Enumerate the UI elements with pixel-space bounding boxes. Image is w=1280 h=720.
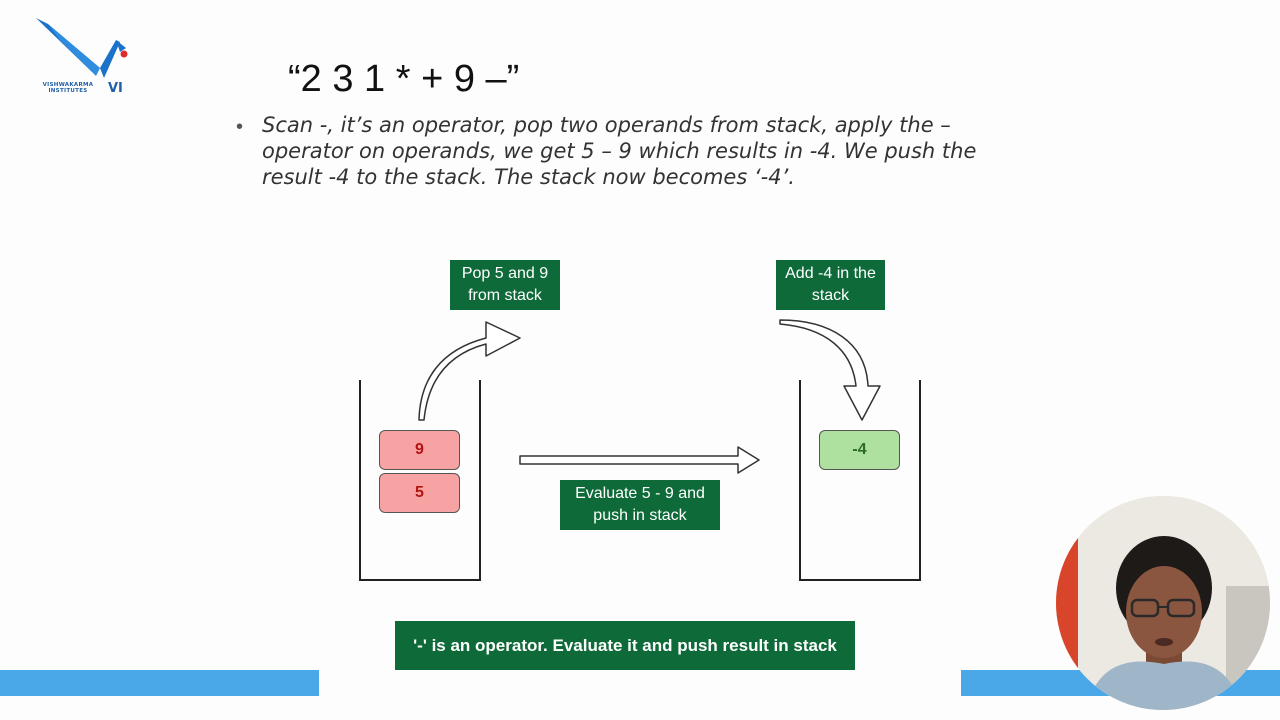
stack-item-bottom: 5 xyxy=(379,473,460,513)
evaluate-label-line-2: push in stack xyxy=(593,507,687,524)
left-stack xyxy=(359,380,481,581)
logo-mark-text: VI xyxy=(108,81,123,94)
bullet-line-2: operator on operands, we get 5 – 9 which… xyxy=(262,139,977,163)
pop-label: Pop 5 and 9 from stack xyxy=(450,260,560,310)
stack-item-top: 9 xyxy=(379,430,460,470)
logo-line-2: INSTITUTES xyxy=(48,88,88,94)
logo-mark-icon: VI xyxy=(36,18,128,96)
evaluate-label: Evaluate 5 - 9 and push in stack xyxy=(560,480,720,530)
add-label: Add -4 in the stack xyxy=(776,260,885,310)
result-stack-item: -4 xyxy=(819,430,900,470)
right-arrow-icon xyxy=(519,446,760,474)
bullet-marker: • xyxy=(236,116,244,138)
add-label-line-1: Add -4 in the xyxy=(785,265,876,282)
expression-title: “2 3 1 * + 9 –” xyxy=(288,58,520,100)
evaluate-label-line-1: Evaluate 5 - 9 and xyxy=(575,485,705,502)
pop-label-line-2: from stack xyxy=(468,287,542,304)
add-label-line-2: stack xyxy=(811,287,850,304)
presenter-icon xyxy=(1056,496,1270,710)
presenter-webcam xyxy=(1056,496,1270,710)
right-stack xyxy=(799,380,921,581)
bullet-line-3: result -4 to the stack. The stack now be… xyxy=(262,165,795,189)
bullet-text: Scan -, it’s an operator, pop two operan… xyxy=(262,112,1022,190)
footer-band-left xyxy=(0,670,319,696)
logo-line-1: VISHWAKARMA xyxy=(42,82,94,88)
operator-note: '-' is an operator. Evaluate it and push… xyxy=(395,621,855,670)
pop-label-line-1: Pop 5 and 9 xyxy=(461,265,549,282)
bullet-line-1: Scan -, it’s an operator, pop two operan… xyxy=(262,113,951,137)
logo-text: VISHWAKARMA INSTITUTES xyxy=(32,82,104,94)
institute-logo: VI VISHWAKARMA INSTITUTES xyxy=(30,14,140,104)
